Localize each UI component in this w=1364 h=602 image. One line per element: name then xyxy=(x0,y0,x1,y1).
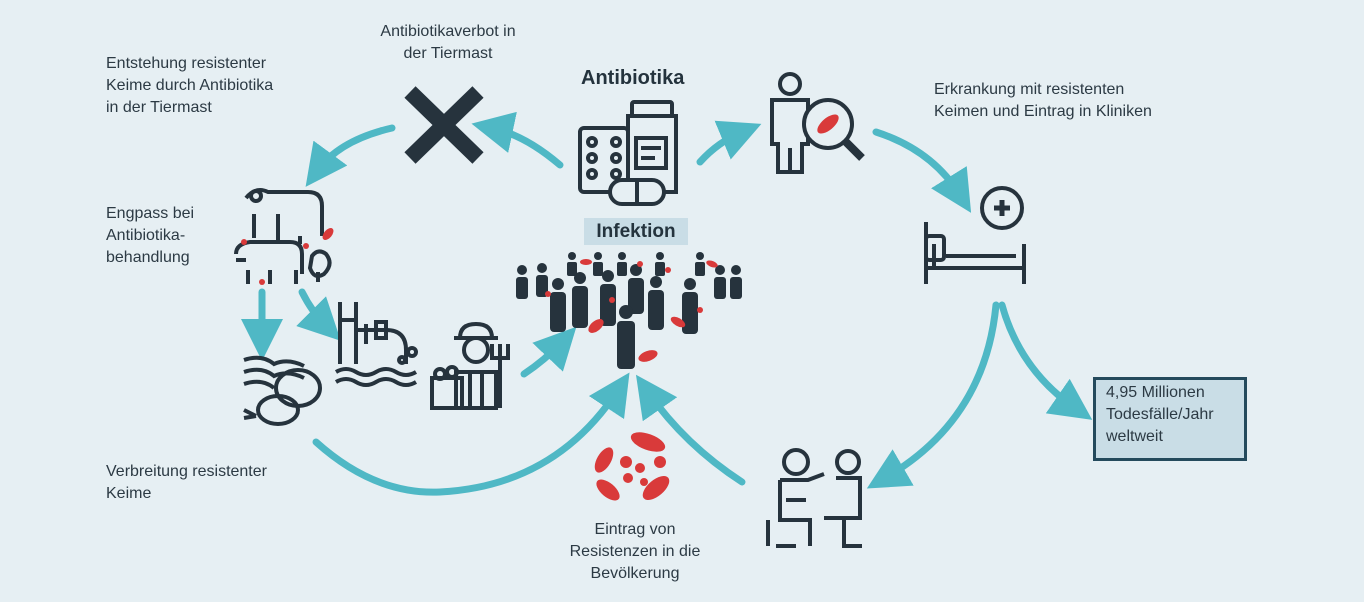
flow-arrows xyxy=(241,111,1093,496)
arrow-antibiotika-to-x xyxy=(471,111,564,169)
label-erkrankung: Erkrankung mit resistenten Keimen und Ei… xyxy=(934,81,1152,120)
crowd-bacteria xyxy=(545,259,718,362)
title-antibiotika: Antibiotika xyxy=(581,67,685,89)
bacteria-icon xyxy=(594,432,670,501)
arrow-person-to-bed xyxy=(872,128,972,213)
antibiotics-icon xyxy=(578,100,678,206)
magnifier-person-icon xyxy=(770,72,865,174)
arrow-livestock-to-water xyxy=(296,288,341,341)
label-verbreitung: Verbreitung resistenter Keime xyxy=(106,463,267,502)
arrow-doctor-to-crowd xyxy=(635,374,746,486)
deaths-box: 4,95 Millionen Todesfälle/Jahr weltweit xyxy=(1093,377,1247,461)
label-antibiotikaverbot: Antibiotikaverbot in der Tiermast xyxy=(380,23,516,62)
farmer-icon xyxy=(430,321,510,410)
label-eintrag: Eintrag von Resistenzen in die Bevölkeru… xyxy=(569,521,701,582)
crowd-icon xyxy=(516,252,742,369)
label-entstehung: Entstehung resistenter Keime durch Antib… xyxy=(106,55,274,116)
x-icon xyxy=(404,86,484,164)
doctor-patient-icon xyxy=(766,448,862,548)
label-infektion: Infektion xyxy=(584,218,688,245)
arrow-verbreitung-to-crowd xyxy=(312,372,630,496)
label-engpass: Engpass bei Antibiotika- behandlung xyxy=(106,205,195,266)
arrow-farmer-to-crowd xyxy=(520,326,577,378)
livestock-icon xyxy=(234,188,334,285)
arrow-x-to-livestock xyxy=(305,124,396,187)
arrow-bed-to-deaths xyxy=(998,301,1093,420)
arrow-bed-to-doctor xyxy=(866,301,1000,489)
meat-icon xyxy=(243,355,322,426)
wastewater-icon xyxy=(334,302,418,387)
crowd-people xyxy=(516,252,742,369)
hospital-bed-icon xyxy=(924,186,1026,284)
arrow-antibiotika-to-person xyxy=(696,120,762,166)
